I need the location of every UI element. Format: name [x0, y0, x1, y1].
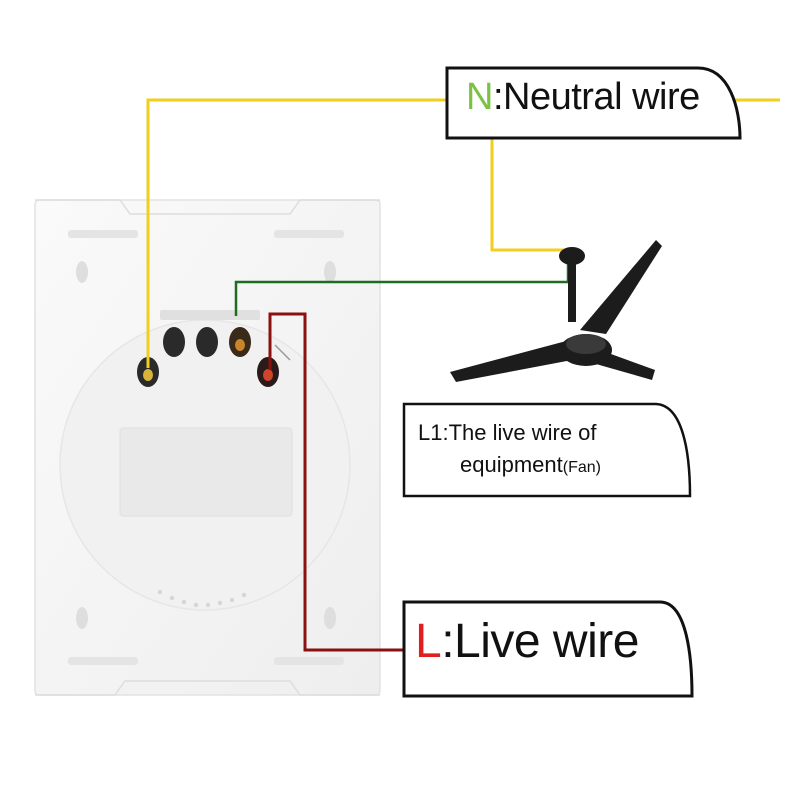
- neutral-prefix: N: [466, 76, 493, 118]
- l1-label-line1: L1:The live wire of: [418, 420, 597, 445]
- live-prefix: L: [415, 615, 442, 668]
- neutral-label-rest: :Neutral wire: [492, 76, 700, 118]
- l1-label-line2: equipment(Fan): [460, 452, 601, 478]
- live-wire: [268, 312, 405, 652]
- live-label-rest: :Live wire: [441, 615, 639, 668]
- terminal-screw-icon: [137, 327, 279, 387]
- ceiling-fan-icon: [450, 240, 662, 382]
- switch-back-plate: [34, 199, 381, 696]
- live-label-box: [402, 600, 694, 698]
- neutral-wire-label: N:Neutral wire: [466, 76, 700, 119]
- l1-label-fan: (Fan): [562, 459, 601, 476]
- live-wire-label: L:Live wire: [415, 614, 639, 669]
- l1-label-equipment: equipment: [460, 452, 563, 477]
- neutral-wire: [146, 98, 780, 368]
- l1-label-box: [402, 402, 692, 498]
- neutral-label-box: [445, 66, 742, 140]
